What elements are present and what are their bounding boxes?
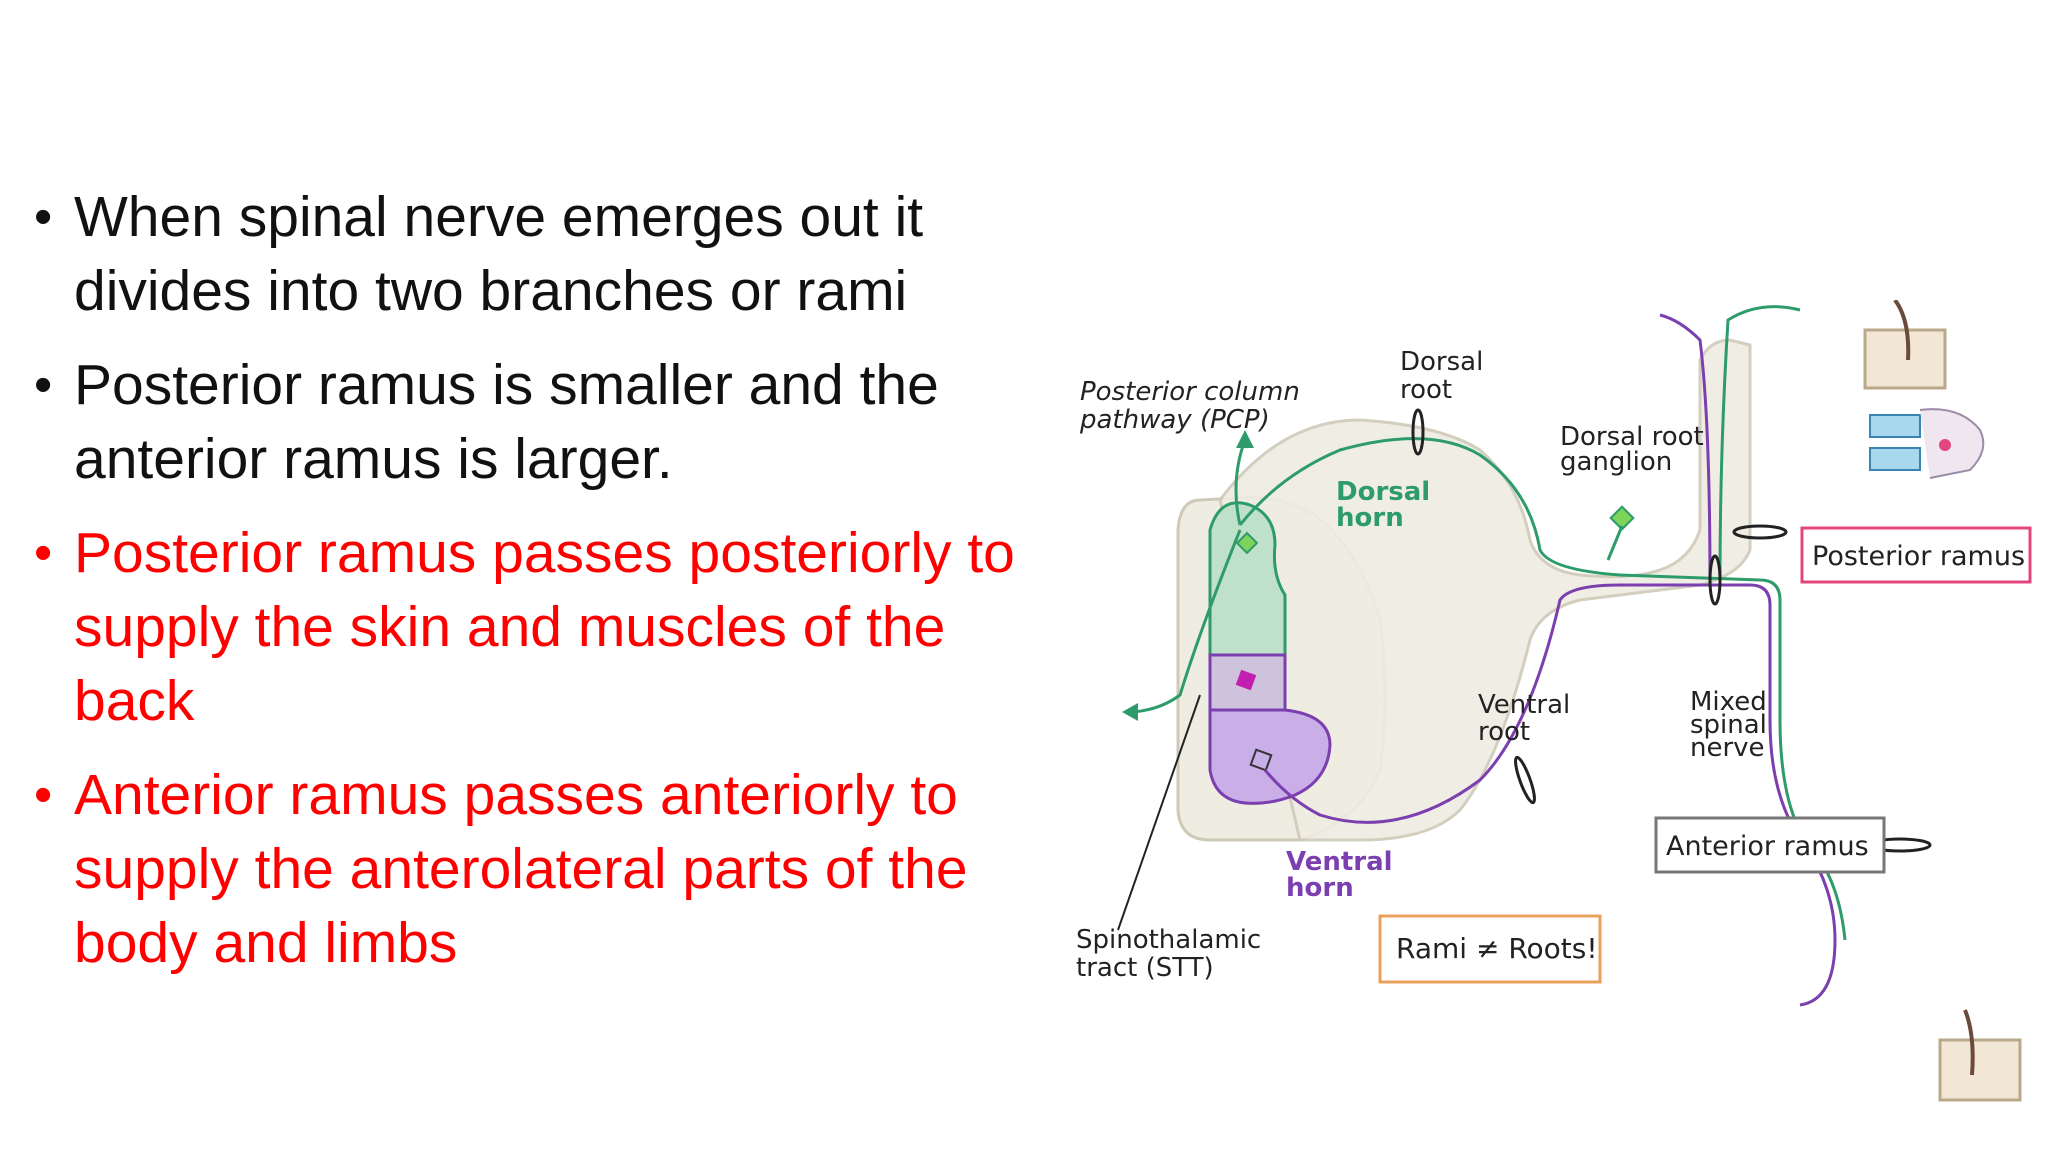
mixed-nerve-label-2: spinal	[1690, 710, 1767, 740]
dorsal-root-label-2: root	[1400, 375, 1452, 405]
bullet-item-3: • Posterior ramus passes posteriorly to …	[30, 516, 1070, 738]
nerve-trunk-band	[1218, 338, 1752, 842]
stt-label-1: Spinothalamic	[1076, 925, 1261, 955]
dorsal-root-label-1: Dorsal	[1400, 347, 1483, 377]
stt-pointer	[1117, 694, 1201, 931]
posterior-ramus-clamp	[1732, 524, 1788, 540]
bullet-dot: •	[34, 356, 53, 414]
posterior-ramus-sensory	[1718, 305, 1801, 581]
posterior-ramus-box: Posterior ramus	[1800, 526, 2032, 584]
posterior-ramus-label: Posterior ramus	[1812, 541, 2025, 572]
bullet-text-2: Posterior ramus is smaller and the anter…	[74, 353, 939, 491]
anterior-ramus-label: Anterior ramus	[1666, 831, 1869, 862]
ventral-root-label-1: Ventral	[1478, 690, 1570, 720]
bullet-dot: •	[34, 188, 53, 246]
vertebra-icon	[1869, 408, 1985, 479]
ventral-horn-label-2: horn	[1286, 873, 1354, 903]
spinal-nerve-diagram: Posterior column pathway (PCP) Dorsal ro…	[1076, 300, 2032, 1102]
mixed-nerve-label-1: Mixed	[1690, 687, 1767, 717]
bullet-dot: •	[34, 524, 53, 582]
ventral-horn-label-1: Ventral	[1286, 847, 1393, 877]
pcp-arrowhead	[1236, 430, 1254, 448]
rami-roots-box: Rami ≠ Roots!	[1378, 914, 1602, 984]
posterior-ramus-motor	[1659, 313, 1712, 586]
dorsal-horn-label-2: horn	[1336, 503, 1404, 533]
dorsal-root-clamp	[1411, 408, 1425, 456]
drg-label-1: Dorsal root	[1560, 422, 1704, 452]
drg-cell	[1609, 505, 1635, 531]
pcp-label-1: Posterior column	[1080, 377, 1300, 407]
bullet-dot: •	[34, 766, 53, 824]
bullet-item-1: • When spinal nerve emerges out it divid…	[30, 180, 1070, 328]
interneuron-marker	[1235, 669, 1257, 691]
pcp-arrow	[1234, 439, 1247, 526]
mixed-nerve-label-3: nerve	[1690, 733, 1765, 763]
skin-block-bottom	[1938, 1009, 2022, 1102]
dorsal-horn-label-1: Dorsal	[1336, 477, 1430, 507]
stt-label-2: tract (STT)	[1076, 953, 1214, 983]
motor-fiber	[1263, 583, 1837, 1007]
bullet-list: • When spinal nerve emerges out it divid…	[30, 180, 1070, 1000]
dorsal-horn-cell	[1235, 531, 1259, 555]
pcp-label-2: pathway (PCP)	[1079, 405, 1270, 435]
drg-stem	[1606, 525, 1624, 561]
bullet-item-4: • Anterior ramus passes anteriorly to su…	[30, 758, 1070, 980]
anterior-ramus-box: Anterior ramus	[1654, 816, 1886, 874]
ventral-root-label-2: root	[1478, 717, 1530, 747]
skin-block-top	[1863, 300, 1947, 390]
bullet-text-1: When spinal nerve emerges out it divides…	[74, 185, 924, 323]
motor-neuron-marker	[1249, 748, 1273, 772]
bullet-item-2: • Posterior ramus is smaller and the ant…	[30, 348, 1070, 496]
bullet-text-4: Anterior ramus passes anteriorly to supp…	[74, 763, 968, 975]
bullet-text-3: Posterior ramus passes posteriorly to su…	[74, 521, 1015, 733]
stt-arrow	[1131, 529, 1242, 714]
rami-roots-label: Rami ≠ Roots!	[1396, 932, 1598, 965]
drg-label-2: ganglion	[1560, 447, 1672, 477]
ventral-root-clamp	[1514, 755, 1536, 805]
stt-arrowhead	[1122, 703, 1138, 721]
mixed-nerve-clamp	[1708, 554, 1722, 606]
